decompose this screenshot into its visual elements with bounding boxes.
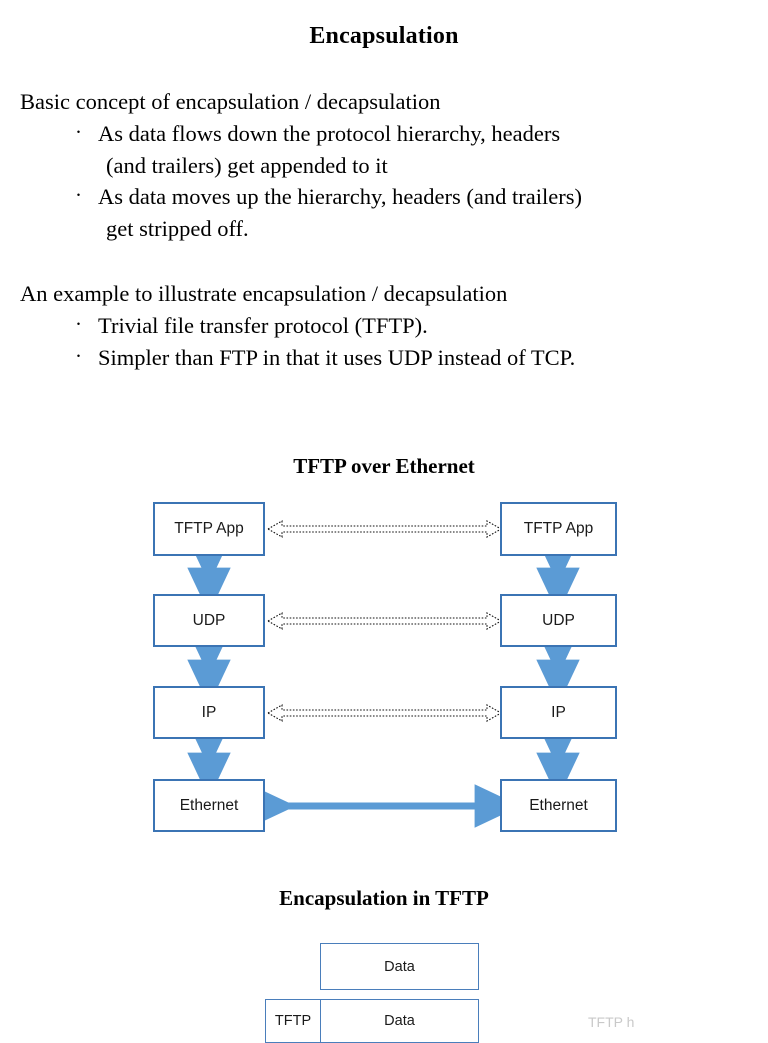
page-title: Encapsulation	[309, 23, 459, 49]
list-item: · As data moves up the hierarchy, header…	[20, 181, 750, 244]
content-block-1: Basic concept of encapsulation / decapsu…	[20, 86, 750, 244]
packet-cell-tftp-header-row2[interactable]: TFTP	[265, 999, 321, 1043]
bullet-marker-icon: ·	[75, 343, 82, 368]
list-item: · Trivial file transfer protocol (TFTP).	[20, 310, 750, 342]
faint-tftp-header-label: TFTP h	[588, 1014, 635, 1030]
bullet-line-2: get stripped off.	[106, 215, 249, 241]
peer-link-ip	[266, 704, 503, 722]
bullet-list-1: · As data flows down the protocol hierar…	[20, 118, 750, 244]
content-block-2: An example to illustrate encapsulation /…	[20, 278, 750, 373]
bullet-marker-icon: ·	[75, 312, 82, 336]
diagram-stack-title: TFTP over Ethernet	[293, 454, 475, 478]
encapsulation-diagram-title: Encapsulation in TFTP	[279, 886, 489, 910]
list-item: · Simpler than FTP in that it uses UDP i…	[20, 342, 750, 374]
peer-link-app	[266, 520, 503, 538]
packet-cell-data-row2[interactable]: Data	[320, 999, 479, 1043]
bullet-list-2: · Trivial file transfer protocol (TFTP).…	[20, 310, 750, 373]
bullet-line-1: As data moves up the hierarchy, headers …	[98, 184, 582, 209]
list-item: · As data flows down the protocol hierar…	[20, 118, 750, 181]
bullet-marker-icon: ·	[75, 120, 82, 144]
bullet-line-1: As data flows down the protocol hierarch…	[98, 121, 561, 146]
bullet-line-1: Simpler than FTP in that it uses UDP ins…	[98, 344, 576, 370]
bullet-line-2: (and trailers) get appended to it	[106, 152, 388, 178]
bullet-marker-icon: ·	[75, 183, 82, 207]
bullet-line-1: Trivial file transfer protocol (TFTP).	[98, 313, 428, 338]
peer-link-udp	[266, 612, 503, 630]
lead-text-2: An example to illustrate encapsulation /…	[20, 281, 508, 306]
packet-cell-data-row1[interactable]: Data	[320, 943, 479, 990]
lead-text-1: Basic concept of encapsulation / decapsu…	[20, 89, 441, 114]
